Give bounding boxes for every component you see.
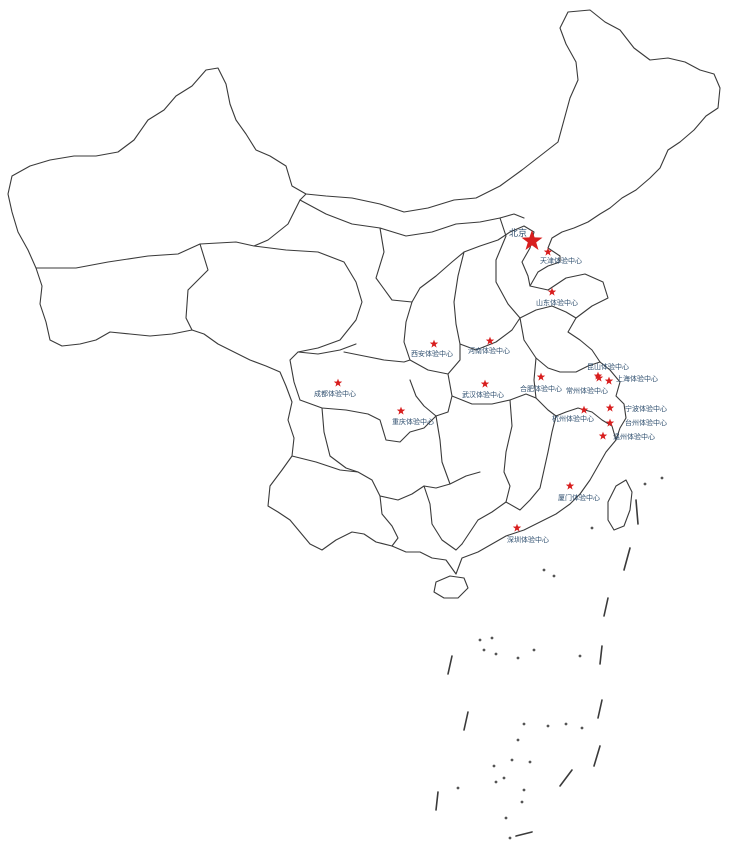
center-star-icon [547, 287, 557, 296]
center-label: 台州体验中心 [625, 418, 667, 427]
center-star-icon [429, 339, 439, 348]
center-star-icon [396, 406, 406, 415]
center-ningbo[interactable]: 宁波体验中心 [605, 403, 667, 413]
center-star-icon [485, 336, 495, 345]
center-star-icon [594, 373, 604, 382]
center-label: 深圳体验中心 [507, 535, 549, 544]
center-chongqing[interactable]: 重庆体验中心 [392, 406, 434, 426]
center-label: 天津体验中心 [540, 256, 582, 265]
beijing-marker[interactable]: 北京 [509, 227, 543, 250]
capital-star-icon [521, 230, 543, 250]
center-henan[interactable]: 河南体验中心 [468, 336, 510, 355]
center-star-icon [605, 418, 615, 427]
nine-dash-line [435, 499, 639, 837]
center-star-icon [480, 379, 490, 388]
center-hangzhou[interactable]: 杭州体验中心 [552, 405, 594, 423]
hainan-island [433, 575, 469, 599]
center-shandong[interactable]: 山东体验中心 [536, 287, 578, 307]
center-star-icon [598, 431, 608, 440]
center-tianjin[interactable]: 天津体验中心 [540, 247, 582, 265]
center-star-icon [605, 403, 615, 412]
taiwan-island [607, 479, 633, 531]
center-label: 杭州体验中心 [552, 414, 594, 423]
center-shanghai[interactable]: 上海体验中心 [604, 374, 658, 385]
center-taizhou[interactable]: 台州体验中心 [605, 418, 667, 427]
center-star-icon [565, 481, 575, 490]
center-wuhan[interactable]: 武汉体验中心 [462, 379, 504, 399]
center-shenzhen[interactable]: 深圳体验中心 [507, 523, 549, 544]
center-label: 西安体验中心 [411, 349, 453, 358]
center-label: 河南体验中心 [468, 346, 510, 355]
center-xian[interactable]: 西安体验中心 [411, 339, 453, 358]
center-hefei[interactable]: 合肥体验中心 [520, 372, 562, 393]
center-star-icon [593, 371, 603, 380]
center-xiamen[interactable]: 厦门体验中心 [558, 481, 600, 502]
center-changzhou[interactable]: 常州体验中心 [566, 373, 608, 395]
center-star-icon [536, 372, 546, 381]
center-label: 厦门体验中心 [558, 493, 600, 502]
center-star-icon [333, 378, 343, 387]
center-chengdu[interactable]: 成都体验中心 [314, 378, 356, 398]
capital-label: 北京 [509, 227, 527, 239]
center-kunshan[interactable]: 昆山体验中心 [587, 362, 629, 380]
center-label: 温州体验中心 [613, 432, 655, 441]
islands [456, 476, 664, 840]
center-label: 常州体验中心 [566, 386, 608, 395]
center-label: 重庆体验中心 [392, 417, 434, 426]
center-label: 成都体验中心 [314, 389, 356, 398]
center-star-icon [512, 523, 522, 532]
center-label: 武汉体验中心 [462, 390, 504, 399]
center-wenzhou[interactable]: 温州体验中心 [598, 431, 655, 441]
center-star-icon [579, 405, 589, 414]
center-label: 宁波体验中心 [625, 404, 667, 413]
center-label: 山东体验中心 [536, 298, 578, 307]
center-label: 合肥体验中心 [520, 384, 562, 393]
center-star-icon [543, 247, 553, 256]
center-label: 上海体验中心 [616, 374, 658, 383]
national-outline [7, 9, 721, 575]
center-star-icon [604, 376, 614, 385]
center-label: 昆山体验中心 [587, 362, 629, 371]
